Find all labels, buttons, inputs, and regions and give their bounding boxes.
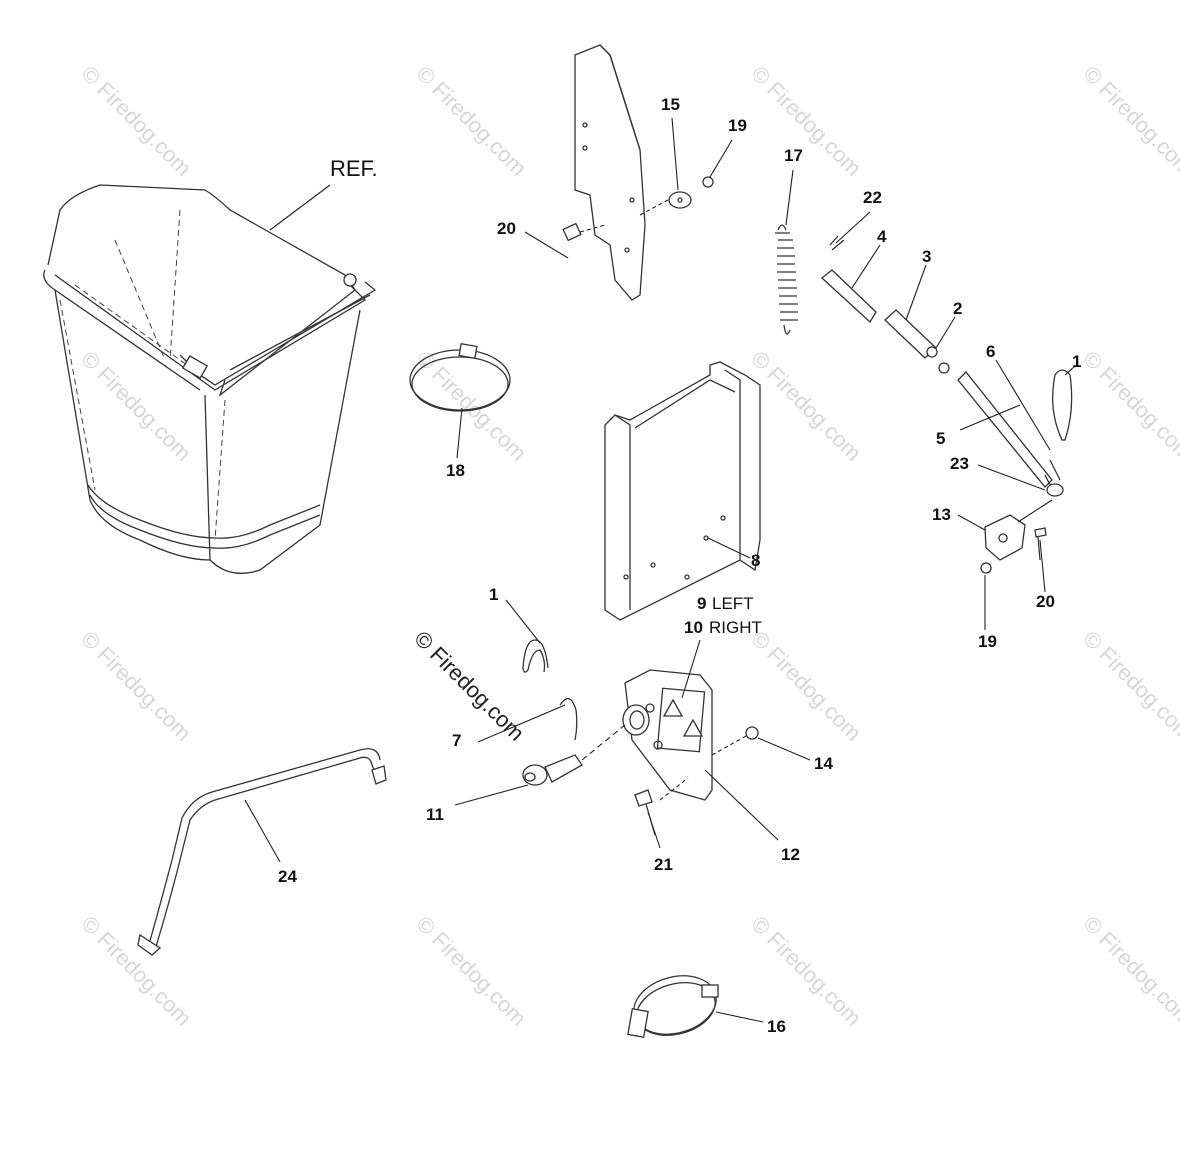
part-20-bolt — [562, 222, 582, 242]
callout-2: 2 — [953, 299, 962, 318]
callout-7: 7 — [452, 731, 461, 750]
ref-label: REF. — [330, 156, 378, 181]
callout-13: 13 — [932, 505, 951, 524]
callout-22: 22 — [863, 188, 882, 207]
part-5-lift-rod — [957, 371, 1053, 488]
watermark: © Firedog.com — [746, 626, 866, 746]
part-13-bracket — [984, 514, 1026, 561]
part-2-nut — [938, 362, 950, 374]
part-4-rod — [821, 269, 877, 324]
callout-3: 3 — [922, 247, 931, 266]
part-22-pin — [829, 235, 845, 251]
callout-4: 4 — [877, 227, 887, 246]
callout-23: 23 — [950, 454, 969, 473]
part-14-nut — [745, 726, 759, 740]
callout-5: 5 — [936, 429, 945, 448]
callout-11: 11 — [426, 805, 444, 824]
part-1-pin-clip-right — [1052, 369, 1073, 441]
callout-16: 16 — [767, 1017, 786, 1036]
callout-21: 21 — [654, 855, 673, 874]
part-11-hitch-pin — [522, 754, 583, 786]
part-17-spring — [775, 224, 798, 335]
part-19-nut — [702, 176, 714, 188]
part-15-mounting-plate — [574, 44, 646, 301]
part-2-spacer — [926, 346, 938, 358]
part-24-rod — [137, 748, 387, 956]
part-7-hairpin — [559, 698, 578, 741]
callout-14: 14 — [814, 754, 833, 773]
callout-9: 9 — [697, 594, 706, 613]
part-9-10-hitch-bracket — [622, 669, 713, 801]
part-washer — [668, 191, 692, 209]
watermark: © Firedog.com — [76, 911, 196, 1031]
grass-bag-basket — [43, 184, 377, 574]
part-8-adapter-bracket — [604, 361, 761, 621]
callout-17: 17 — [784, 146, 803, 165]
part-20-bolt-right — [1034, 527, 1047, 561]
callout-19-right: 19 — [978, 632, 997, 651]
callout-9-side: LEFT — [712, 594, 754, 613]
watermark: © Firedog.com — [1078, 346, 1180, 466]
callout-1-right: 1 — [1072, 352, 1081, 371]
part-19-nut-right — [980, 562, 992, 574]
watermark: © Firedog.com — [746, 61, 866, 181]
watermark: © Firedog.com — [411, 911, 531, 1031]
watermark: © Firedog.com — [1078, 911, 1180, 1031]
watermark: © Firedog.com — [411, 61, 531, 181]
part-21-bolt — [634, 789, 656, 836]
part-18-band-clamp — [409, 342, 511, 412]
watermark: © Firedog.com — [1078, 61, 1180, 181]
watermark: © Firedog.com — [1078, 626, 1180, 746]
callout-24: 24 — [278, 867, 297, 886]
callout-10-side: RIGHT — [709, 618, 762, 637]
callout-6: 6 — [986, 342, 995, 361]
part-1-pin-clip-left — [522, 639, 549, 673]
callout-12: 12 — [781, 845, 800, 864]
part-16-band-clamp — [627, 975, 719, 1038]
watermark: © Firedog.com — [76, 626, 196, 746]
watermark: © Firedog.com — [746, 911, 866, 1031]
callout-labels: 15 19 20 17 22 4 3 2 6 1 5 23 13 20 19 1… — [278, 95, 1081, 1036]
watermark: © Firedog.com — [746, 346, 866, 466]
callout-15: 15 — [661, 95, 680, 114]
callout-20-right: 20 — [1036, 592, 1055, 611]
callout-18: 18 — [446, 461, 465, 480]
callout-20-top: 20 — [497, 219, 516, 238]
callout-8: 8 — [751, 551, 760, 570]
watermark: © Firedog.com — [76, 61, 196, 181]
callout-1-left: 1 — [489, 585, 498, 604]
callout-10: 10 — [684, 618, 703, 637]
callout-19-top: 19 — [728, 116, 747, 135]
